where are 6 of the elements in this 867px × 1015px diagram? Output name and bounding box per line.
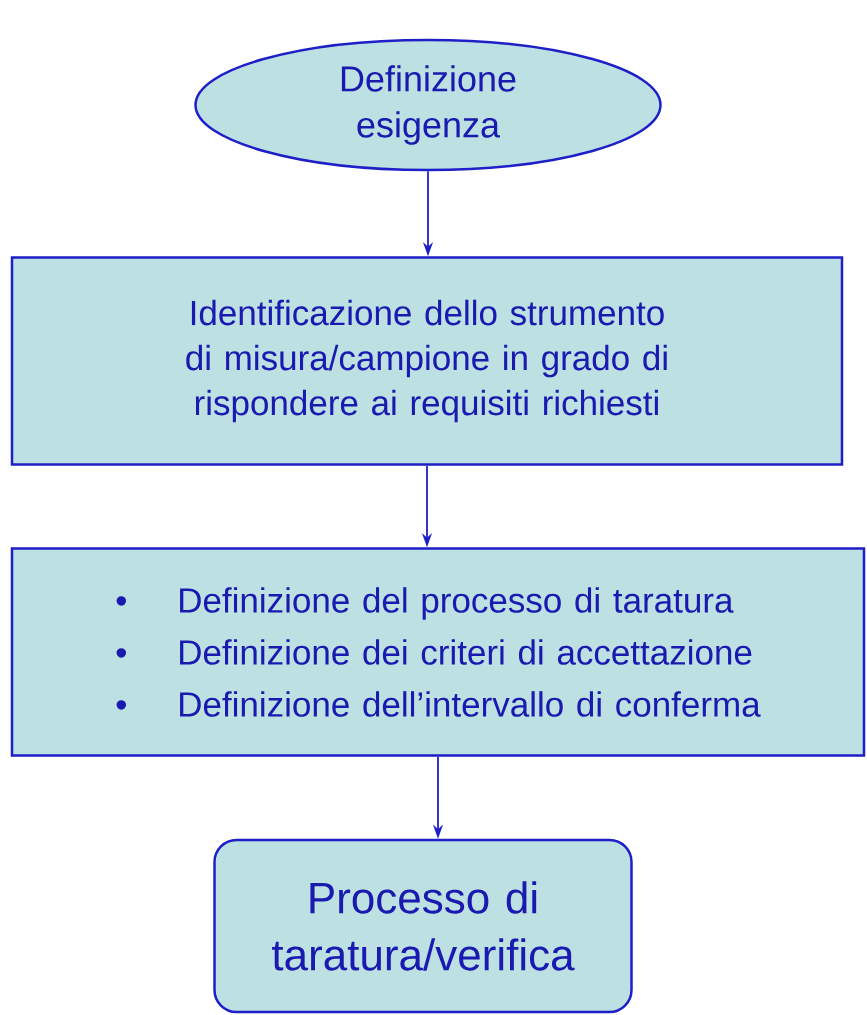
process-box: • Definizione del processo di taratura • Definizione dei criteri di accettazione • Definizione dell’intervallo di conferma [10,547,866,757]
end-box: Processo di taratura/verifica [213,838,633,1014]
bullet: • [116,596,127,606]
bullet: • [116,700,127,710]
process-box: Identificazione dello strumento di misura/campione in grado di rispondere ai requisiti richiesti [10,256,844,466]
bullet: • [116,648,127,658]
